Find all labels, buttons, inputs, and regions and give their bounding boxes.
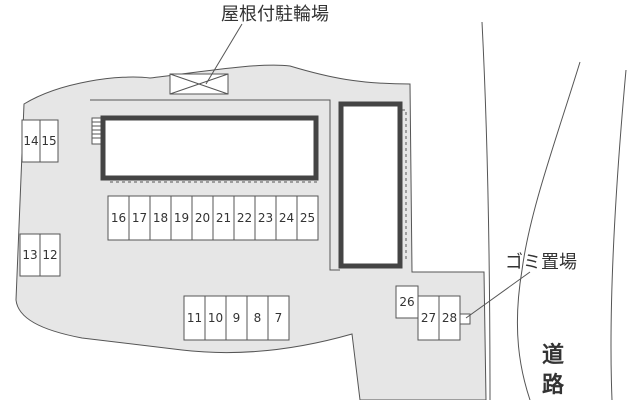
parking-stall-label-18: 18 [153, 211, 168, 225]
road-edge-right [516, 61, 581, 400]
parking-stall-label-8: 8 [254, 311, 262, 325]
bicycle-parking-cross-b [169, 73, 229, 95]
garbage-leader [465, 271, 531, 319]
parking-stall-label-12: 12 [42, 248, 57, 262]
parking-stall-label-10: 10 [208, 311, 223, 325]
parking-stall-label-9: 9 [233, 311, 241, 325]
parking-stall-label-21: 21 [216, 211, 231, 225]
road-edge-left [481, 21, 491, 400]
parking-stall-label-7: 7 [275, 311, 283, 325]
parking-stall-label-11: 11 [187, 311, 202, 325]
parking-stall-15 [39, 119, 59, 163]
parking-stall-label-13: 13 [22, 248, 37, 262]
road-edge-far [610, 69, 627, 400]
building-main [100, 115, 319, 181]
parking-stall-label-14: 14 [23, 134, 38, 148]
garbage-box [459, 313, 471, 325]
parking-stall-label-19: 19 [174, 211, 189, 225]
parking-stall-label-25: 25 [300, 211, 315, 225]
parking-stall-label-16: 16 [111, 211, 126, 225]
garbage-area-label: ゴミ置場 [505, 252, 577, 273]
parking-stall-12 [39, 233, 61, 277]
parking-stall-label-27: 27 [421, 311, 436, 325]
parking-stall-label-15: 15 [41, 134, 56, 148]
parking-stall-label-22: 22 [237, 211, 252, 225]
road-label-top: 道 [542, 342, 564, 368]
building-annex [338, 101, 403, 269]
parking-stall-label-28: 28 [442, 311, 457, 325]
parking-stall-label-20: 20 [195, 211, 210, 225]
parking-stall-7 [267, 295, 290, 341]
stairs-treads [92, 121, 102, 139]
building-outline [90, 99, 340, 271]
parking-stall-label-17: 17 [132, 211, 147, 225]
parking-stall-25 [296, 195, 319, 241]
road-label-bottom: 路 [542, 372, 565, 398]
bicycle-parking-label: 屋根付駐輪場 [221, 4, 329, 25]
parking-stall-label-23: 23 [258, 211, 273, 225]
building-dash-vertical [402, 109, 407, 262]
bicycle-parking-leader [205, 23, 243, 85]
parking-stall-label-26: 26 [399, 295, 414, 309]
parking-stall-label-24: 24 [279, 211, 294, 225]
